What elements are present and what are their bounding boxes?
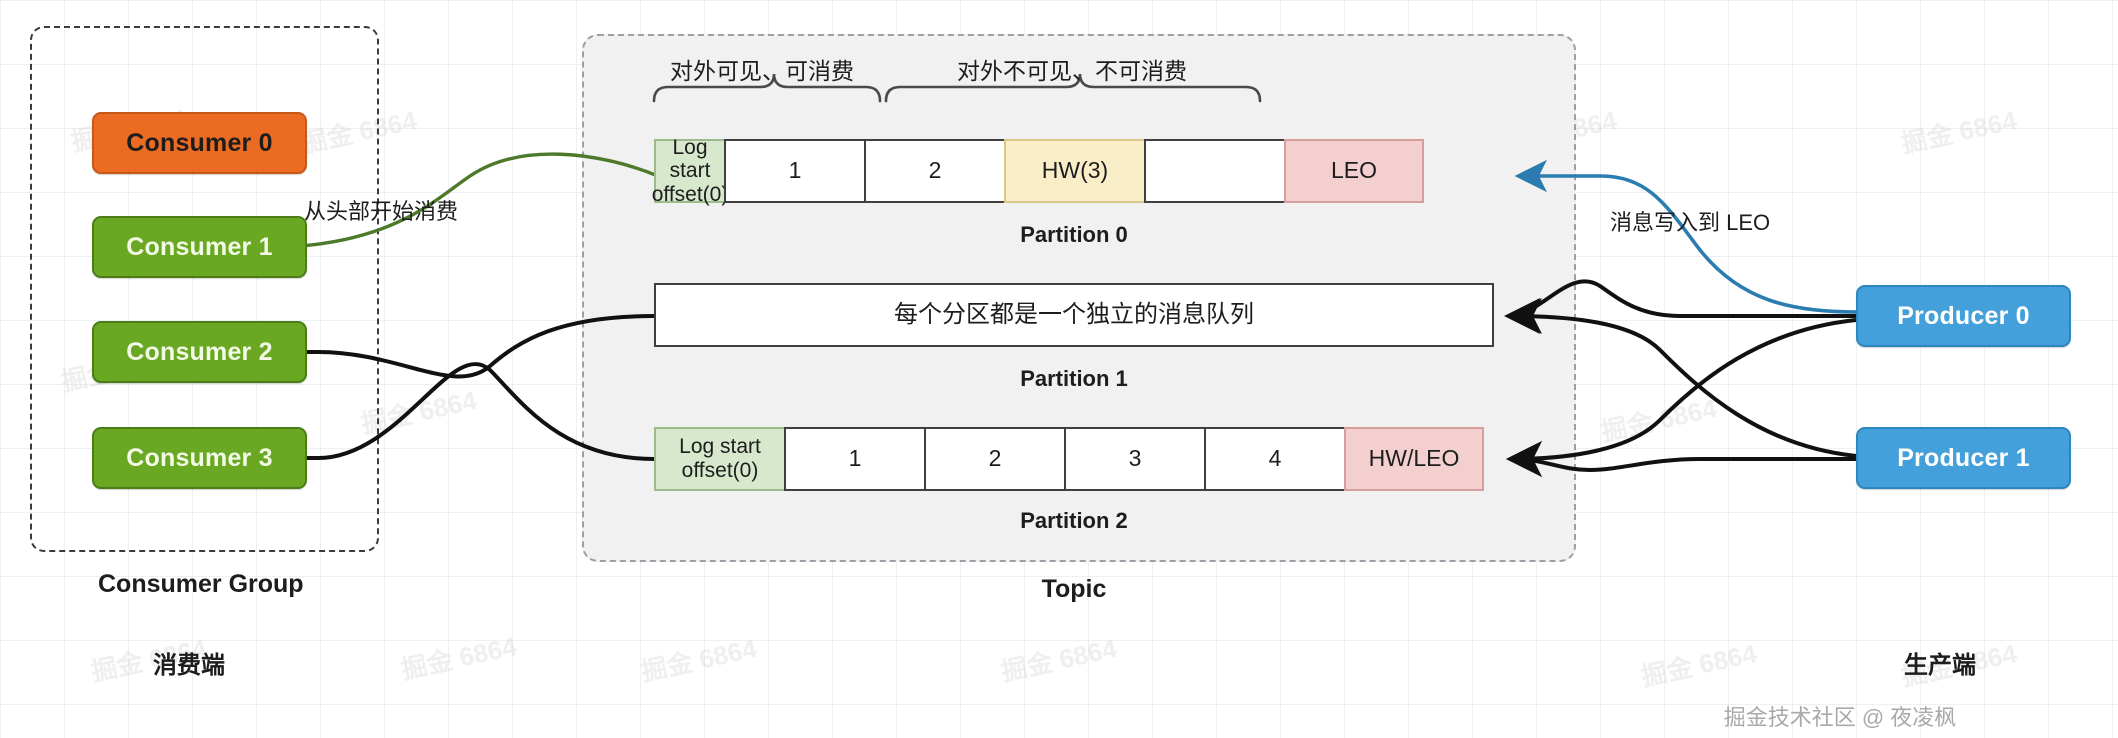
consumer-label: Consumer 0 (126, 128, 273, 157)
partition-2-cell-0: Log start offset(0) (654, 427, 784, 491)
consumer-side-label: 消费端 (153, 652, 225, 679)
partition-1-cell-0: 每个分区都是一个独立的消息队列 (654, 283, 1494, 347)
partition-1-label: Partition 1 (1020, 366, 1128, 391)
annotation-write-to-leo: 消息写入到 LEO (1610, 210, 1771, 235)
consumer-label: Consumer 2 (126, 337, 273, 366)
consumer-label: Consumer 1 (126, 232, 273, 261)
consumer-group-title: Consumer Group (98, 570, 304, 598)
consumer-box-3[interactable]: Consumer 3 (92, 427, 307, 489)
producer-label: Producer 0 (1897, 301, 2030, 330)
partition-2-cell-4: 4 (1204, 427, 1344, 491)
partition-2-cell-1: 1 (784, 427, 924, 491)
producer-label: Producer 1 (1897, 443, 2030, 472)
partition-2-cell-5: HW/LEO (1344, 427, 1484, 491)
partition-2-strip: Log start offset(0) 1 2 3 4 HW/LEO (654, 427, 1484, 491)
producer-box-1[interactable]: Producer 1 (1856, 427, 2071, 489)
partition-0-cell-5: LEO (1284, 139, 1424, 203)
consumer-group-container (30, 26, 379, 552)
consumer-box-1[interactable]: Consumer 1 (92, 216, 307, 278)
consumer-box-0[interactable]: Consumer 0 (92, 112, 307, 174)
topic-title: Topic (1041, 575, 1107, 603)
watermark-tile: 掘金 6864 (638, 633, 760, 687)
partition-0-cell-4 (1144, 139, 1284, 203)
watermark-tile: 掘金 6864 (1638, 638, 1760, 692)
watermark-tile: 掘金 6864 (1898, 105, 2020, 159)
watermark-tile: 掘金 6864 (998, 633, 1120, 687)
partition-0-cell-0: Log start offset(0) (651, 135, 729, 206)
partition-0-label: Partition 0 (1020, 222, 1128, 247)
partition-0-cell-2: 2 (864, 139, 1004, 203)
bracket-label-visible: 对外可见、可消费 (670, 58, 854, 84)
consumer-box-2[interactable]: Consumer 2 (92, 321, 307, 383)
partition-2-cell-3: 3 (1064, 427, 1204, 491)
producer-box-0[interactable]: Producer 0 (1856, 285, 2071, 347)
partition-0-strip: Log start offset(0) 1 2 HW(3) LEO (651, 135, 1424, 206)
watermark-tile: 掘金 6864 (1598, 393, 1720, 447)
watermark-credit: 掘金技术社区 @ 夜凌枫 (1723, 705, 1957, 730)
consumer-label: Consumer 3 (126, 443, 273, 472)
annotation-consume-from-head: 从头部开始消费 (304, 199, 459, 224)
partition-1-strip: 每个分区都是一个独立的消息队列 (654, 283, 1494, 347)
partition-2-label: Partition 2 (1020, 508, 1128, 533)
partition-0-cell-1: 1 (724, 139, 864, 203)
partition-0-cell-3: HW(3) (1004, 139, 1144, 203)
watermark-tile: 掘金 6864 (398, 631, 520, 685)
producer-side-label: 生产端 (1904, 652, 1976, 679)
partition-2-cell-2: 2 (924, 427, 1064, 491)
bracket-label-invisible: 对外不可见、不可消费 (957, 58, 1187, 84)
